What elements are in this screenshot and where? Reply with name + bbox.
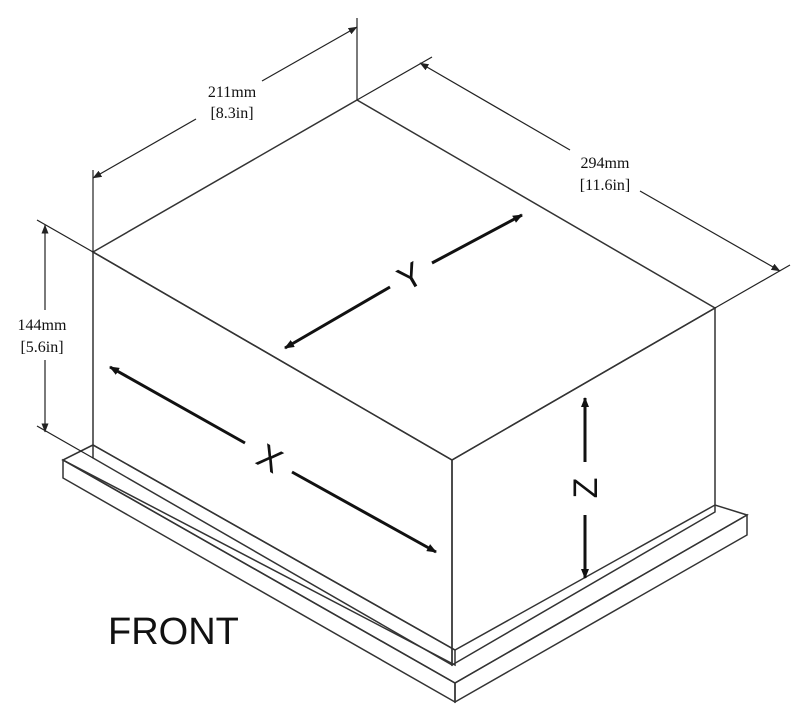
y-axis-arrow-lower — [284, 285, 391, 350]
x-axis-arrow-right — [291, 470, 437, 554]
box-right-face — [451, 306, 716, 667]
height-dimension-mm: 144mm — [18, 317, 67, 334]
front-label: FRONT — [108, 611, 239, 653]
length-dimension-mm: 294mm — [581, 155, 630, 172]
width-dimension: 211mm [8.3in] — [92, 18, 358, 252]
z-axis-label: Z — [567, 478, 605, 499]
base-plate-front-edge — [62, 458, 456, 704]
width-dimension-line-lower — [92, 118, 197, 179]
width-dimension-mm: 211mm — [208, 84, 257, 101]
length-extension-line-front — [714, 264, 791, 309]
length-dimension-in: [11.6in] — [580, 177, 631, 194]
x-axis-indicator: X — [109, 365, 437, 554]
base-plate-right-edge — [454, 513, 748, 704]
z-axis-indicator: Z — [567, 397, 605, 579]
width-dimension-line-upper — [261, 26, 358, 82]
x-axis-arrow-left — [109, 365, 246, 445]
length-extension-line-back — [356, 56, 433, 101]
height-dimension: 144mm [5.6in] — [18, 219, 94, 459]
base-plate — [61, 444, 749, 704]
length-dimension: 294mm [11.6in] — [356, 56, 791, 309]
y-axis-label: Y — [391, 255, 430, 299]
y-axis-indicator: Y — [284, 213, 523, 350]
height-dimension-in: [5.6in] — [20, 339, 63, 356]
width-dimension-in: [8.3in] — [210, 105, 253, 122]
y-axis-arrow-upper — [431, 213, 523, 265]
length-dimension-line-lower — [639, 190, 781, 272]
x-axis-label: X — [250, 437, 289, 481]
length-dimension-line-upper — [419, 62, 571, 151]
